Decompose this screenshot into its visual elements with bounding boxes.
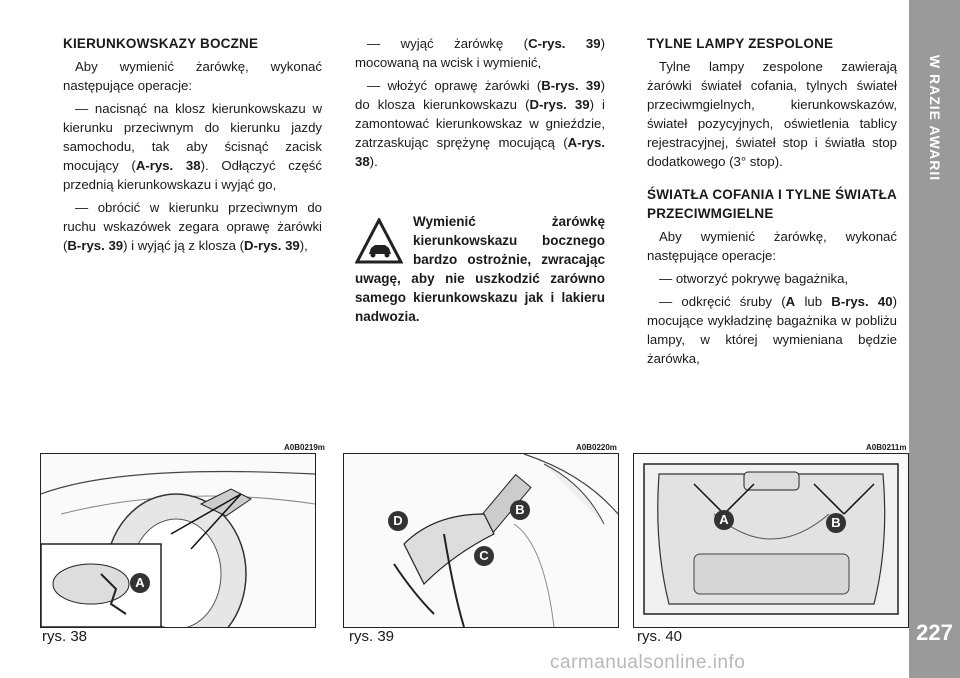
- ref-c-rys39: C-rys. 39: [528, 36, 601, 51]
- col3-para1: Tylne lampy zespolone zawierają żarówki …: [647, 59, 897, 169]
- figure-rys39: D B C: [343, 453, 619, 628]
- marker-a-38: A: [130, 573, 150, 593]
- page-number: 227: [916, 620, 953, 645]
- marker-d-39: D: [388, 511, 408, 531]
- col1-step2: — obrócić w kierunku przeciwnym do ruchu…: [63, 200, 322, 253]
- heading-rear-lamps: TYLNE LAMPY ZESPOLONE: [647, 36, 834, 51]
- warning-box: Wymienić żarówkę kierunkowskazu bocznego…: [355, 212, 605, 326]
- trunk-lid-illustration: [643, 463, 899, 615]
- marker-b-40: B: [826, 513, 846, 533]
- ref-a-rys38: A-rys. 38: [135, 158, 201, 173]
- ref-a-rys40: A: [785, 294, 796, 309]
- chapter-sidebar: [909, 0, 960, 678]
- chapter-title-text: W RAZIE AWARII: [926, 54, 943, 182]
- column-1: KIERUNKOWSKAZY BOCZNE Aby wymienić żarów…: [63, 34, 322, 259]
- watermark: carmanualsonline.info: [550, 652, 746, 673]
- ref-d-rys39: D-rys. 39: [244, 238, 300, 253]
- ref-b-rys39: B-rys. 39: [67, 238, 124, 253]
- marker-a-40: A: [714, 510, 734, 530]
- figure-code-40: A0B0211m: [866, 443, 907, 452]
- chapter-title: W RAZIE AWARII: [909, 0, 960, 300]
- figure-label-40: rys. 40: [637, 628, 683, 645]
- ref-b-rys39-2: B-rys. 39: [541, 78, 601, 93]
- ref-d-rys39-2: D-rys. 39: [529, 97, 590, 112]
- ref-b-rys40: B-rys. 40: [831, 294, 893, 309]
- marker-c-39: C: [474, 546, 494, 566]
- figure-code-38: A0B0219m: [284, 443, 325, 452]
- figure-code-39: A0B0220m: [576, 443, 617, 452]
- col3-step1: — otworzyć pokrywę bagażnika,: [659, 271, 849, 286]
- heading-side-indicators: KIERUNKOWSKAZY BOCZNE: [63, 36, 259, 51]
- figure-rys40: A B: [633, 453, 909, 628]
- col3-intro2: Aby wymienić żarówkę, wykonać następując…: [647, 229, 897, 263]
- warning-text: Wymienić żarówkę kierunkowskazu bocznego…: [355, 214, 605, 324]
- ref-a-rys38-2: A-rys. 38: [355, 135, 605, 169]
- figure-label-38: rys. 38: [42, 628, 88, 645]
- column-2: — wyjąć żarówkę (C-rys. 39) mocowaną na …: [355, 34, 605, 175]
- marker-b-39: B: [510, 500, 530, 520]
- col3-step2: — odkręcić śruby (A lub B-rys. 40) mocuj…: [647, 294, 897, 366]
- figure-label-39: rys. 39: [349, 628, 395, 645]
- col2-step3: — wyjąć żarówkę (C-rys. 39) mocowaną na …: [355, 36, 606, 70]
- heading-reverse-fog: ŚWIATŁA COFANIA I TYLNE ŚWIATŁA PRZECIWM…: [647, 187, 897, 221]
- column-3: TYLNE LAMPY ZESPOLONE Tylne lampy zespol…: [647, 34, 897, 372]
- col1-intro: Aby wymienić żarówkę, wykonać następując…: [63, 59, 322, 93]
- bulb-holder-illustration: [393, 454, 618, 627]
- figure-rys38: A: [40, 453, 316, 628]
- col2-step4: — włożyć oprawę żarówki (B-rys. 39) do k…: [355, 78, 605, 169]
- col1-step1: — nacisnąć na klosz kierunkowskazu w kie…: [63, 101, 322, 192]
- side-indicator-illustration: [41, 470, 315, 627]
- warning-car-icon: [355, 218, 403, 264]
